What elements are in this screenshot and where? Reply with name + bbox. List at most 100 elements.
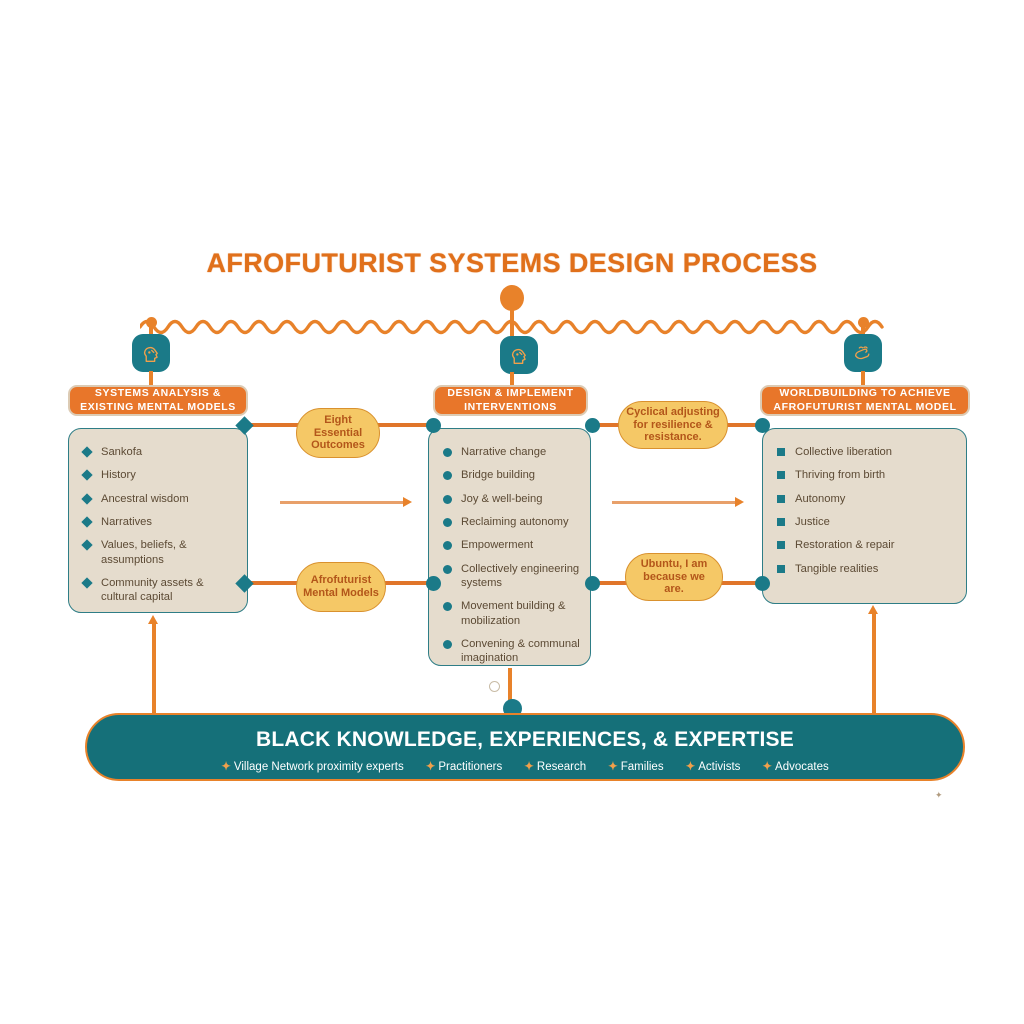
list-item: Ancestral wisdom	[81, 492, 237, 506]
center-badge-stem	[510, 372, 514, 386]
banner-item-label: Village Network proximity experts	[233, 761, 404, 773]
left-badge[interactable]	[132, 334, 170, 372]
column-header-worldbuilding[interactable]: WORLDBUILDING TO ACHIEVE AFROFUTURIST ME…	[760, 385, 970, 416]
connector-node-mid-bottom-right	[585, 576, 600, 591]
list-item: Movement building & mobilization	[443, 599, 580, 628]
right-badge-stem-lower	[861, 371, 865, 385]
corner-mark: ✦	[935, 790, 943, 800]
list-item-label: Autonomy	[795, 492, 846, 505]
square-bullet-icon	[777, 471, 785, 480]
list-item: Narrative change	[443, 445, 580, 459]
list-item: Convening & communal imagination	[443, 637, 580, 666]
banner-item-label: Families	[620, 761, 664, 773]
diamond-bullet-icon	[81, 492, 93, 505]
list-item-label: Joy & well-being	[461, 492, 543, 505]
diamond-bullet-icon	[81, 469, 93, 481]
upward-line-right	[872, 612, 876, 717]
left-badge-stem-lower	[149, 371, 153, 385]
foundation-banner[interactable]: BLACK KNOWLEDGE, EXPERIENCES, & EXPERTIS…	[85, 713, 965, 781]
list-item: Reclaiming autonomy	[443, 515, 580, 529]
banner-items: ✦Village Network proximity experts ✦Prac…	[87, 759, 963, 773]
list-item-label: Restoration & repair	[795, 539, 895, 552]
list-item: Sankofa	[81, 445, 237, 459]
list-item-label: Narratives	[101, 515, 152, 528]
square-bullet-icon	[777, 494, 785, 503]
panel-design-implement: Narrative change Bridge building Joy & w…	[428, 428, 591, 666]
list-item: Collectively engineering systems	[443, 562, 580, 591]
list-item-label: History	[101, 469, 136, 482]
banner-item: ✦Village Network proximity experts	[221, 759, 403, 773]
banner-item-label: Research	[536, 761, 587, 773]
oval-eight-essential-outcomes[interactable]: Eight Essential Outcomes	[296, 408, 380, 458]
connector-node-mid-bottom-left	[426, 576, 441, 591]
circle-bullet-icon	[443, 541, 452, 551]
flow-arrow-left-to-middle	[280, 497, 412, 507]
list-item: Values, beliefs, & assumptions	[81, 538, 237, 567]
left-badge-dot	[146, 317, 157, 328]
diamond-bullet-icon	[81, 539, 93, 551]
upward-line-left	[152, 622, 156, 717]
list-worldbuilding: Collective liberation Thriving from birt…	[763, 429, 966, 595]
list-item: Collective liberation	[777, 445, 956, 459]
list-item-label: Reclaiming autonomy	[461, 515, 569, 528]
banner-title: BLACK KNOWLEDGE, EXPERIENCES, & EXPERTIS…	[256, 728, 794, 751]
connector-node-mid-top-right	[585, 418, 600, 433]
hand-gesture-icon	[852, 342, 874, 364]
right-badge-dot	[858, 317, 869, 328]
circle-bullet-icon	[443, 494, 452, 504]
flow-arrow-middle-to-right	[612, 497, 744, 507]
upward-line-middle	[508, 668, 512, 718]
list-item-label: Empowerment	[461, 539, 534, 552]
banner-item-label: Advocates	[775, 761, 829, 773]
left-badge-stem	[149, 324, 153, 338]
circle-bullet-icon	[443, 564, 452, 574]
list-systems-analysis: Sankofa History Ancestral wisdom Narrati…	[69, 429, 247, 624]
list-item-label: Sankofa	[101, 446, 143, 458]
diamond-bullet-icon	[81, 516, 93, 528]
list-item: Joy & well-being	[443, 492, 580, 506]
center-badge[interactable]	[500, 336, 538, 374]
square-bullet-icon	[777, 564, 785, 573]
banner-item: ✦Activists	[686, 759, 741, 773]
wavy-divider	[140, 313, 884, 335]
square-bullet-icon	[777, 448, 785, 456]
list-item-label: Ancestral wisdom	[101, 492, 189, 505]
connector-node-mid-top-left	[426, 418, 441, 433]
plus-icon: ✦	[221, 761, 231, 773]
list-item-label: Justice	[795, 515, 830, 528]
panel-worldbuilding: Collective liberation Thriving from birt…	[762, 428, 967, 604]
oval-afrofuturist-mental-models[interactable]: Afrofuturist Mental Models	[296, 562, 386, 612]
upward-arrowhead-left	[148, 615, 158, 624]
circle-bullet-icon	[443, 639, 452, 649]
plus-icon: ✦	[524, 761, 534, 773]
square-bullet-icon	[777, 541, 785, 550]
decorative-circle	[489, 681, 500, 692]
banner-item: ✦Families	[608, 759, 663, 773]
panel-systems-analysis: Sankofa History Ancestral wisdom Narrati…	[68, 428, 248, 613]
column-header-design-implement[interactable]: DESIGN & IMPLEMENT INTERVENTIONS	[433, 385, 588, 416]
title-stem	[510, 288, 514, 336]
list-item-label: Thriving from birth	[795, 469, 886, 482]
page-title: AFROFUTURIST SYSTEMS DESIGN PROCESS	[206, 248, 818, 278]
list-item-label: Collectively engineering systems	[461, 562, 580, 589]
head-profile-icon	[140, 342, 162, 364]
oval-ubuntu[interactable]: Ubuntu, I am because we are.	[625, 553, 723, 601]
right-badge[interactable]	[844, 334, 882, 372]
list-item-label: Movement building & mobilization	[461, 600, 566, 627]
list-item: Bridge building	[443, 468, 580, 482]
list-item-label: Community assets & cultural capital	[101, 576, 204, 604]
list-item: Autonomy	[777, 492, 956, 506]
list-item: Thriving from birth	[777, 468, 956, 482]
right-badge-stem	[861, 324, 865, 338]
list-item: Community assets & cultural capital	[81, 576, 237, 605]
circle-bullet-icon	[443, 471, 452, 481]
column-header-systems-analysis[interactable]: SYSTEMS ANALYSIS & EXISTING MENTAL MODEL…	[68, 385, 248, 416]
oval-cyclical-adjusting[interactable]: Cyclical adjusting for resilience & resi…	[618, 401, 728, 449]
banner-item: ✦Advocates	[762, 759, 828, 773]
banner-item-label: Activists	[698, 761, 741, 773]
banner-item-label: Practitioners	[438, 761, 503, 773]
list-item: Empowerment	[443, 538, 580, 552]
circle-bullet-icon	[443, 517, 452, 527]
banner-item: ✦Research	[524, 759, 586, 773]
